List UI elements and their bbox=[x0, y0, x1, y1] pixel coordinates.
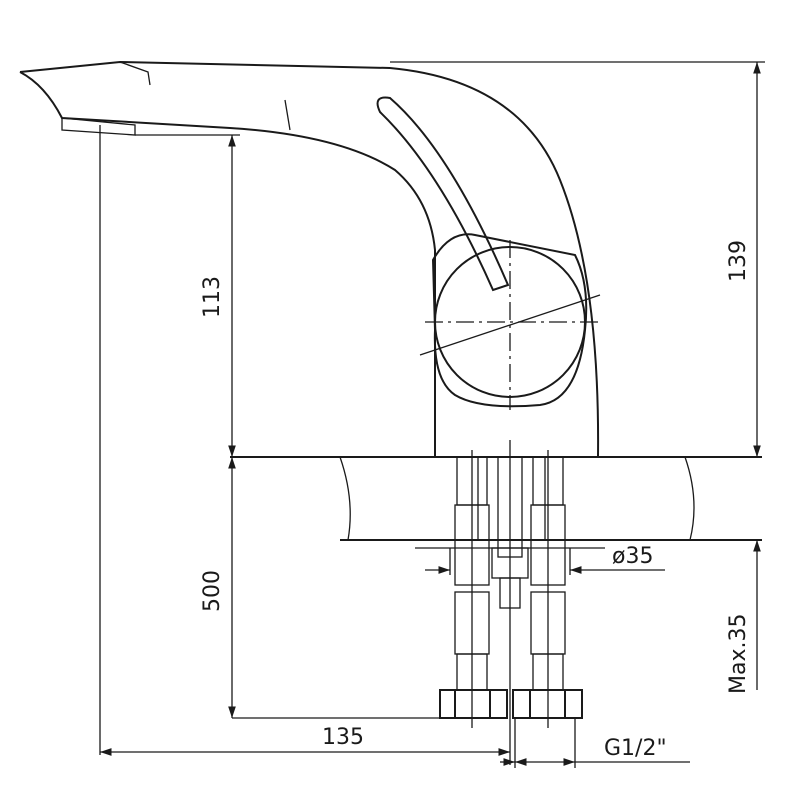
dim-113: 113 bbox=[200, 276, 225, 318]
right-nut bbox=[512, 689, 583, 719]
dim-139: 139 bbox=[726, 240, 751, 282]
dim-max35: Max.35 bbox=[726, 613, 751, 694]
dim-500: 500 bbox=[200, 570, 225, 612]
left-nut bbox=[439, 689, 508, 719]
hoses bbox=[439, 440, 583, 765]
faucet-body bbox=[19, 60, 601, 458]
dim-diameter-35: ø35 bbox=[612, 544, 654, 569]
handle-lever bbox=[376, 96, 510, 292]
dim-thread: G1/2" bbox=[604, 736, 667, 761]
counter-section bbox=[230, 456, 762, 549]
dimension-lines bbox=[99, 61, 765, 768]
dim-135: 135 bbox=[322, 725, 364, 750]
